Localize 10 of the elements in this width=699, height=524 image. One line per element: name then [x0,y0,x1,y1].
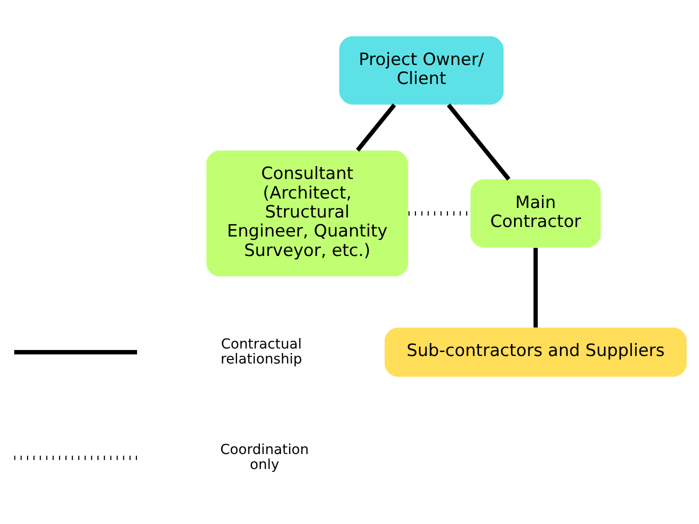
node-box: Project Owner/ Client [338,36,504,105]
connector [355,104,396,152]
legend-label: Contractual relationship [220,336,302,368]
connector [408,211,470,216]
node-box: Consultant (Architect, Structural Engineer, Quantity Surveyor, etc.) [206,150,408,276]
legend-label: Coordination only [220,442,308,473]
node-box: Main Contractor [470,179,600,248]
connector [446,104,510,181]
node-box: Sub-contractors and Suppliers [384,328,686,377]
connector [533,248,538,328]
